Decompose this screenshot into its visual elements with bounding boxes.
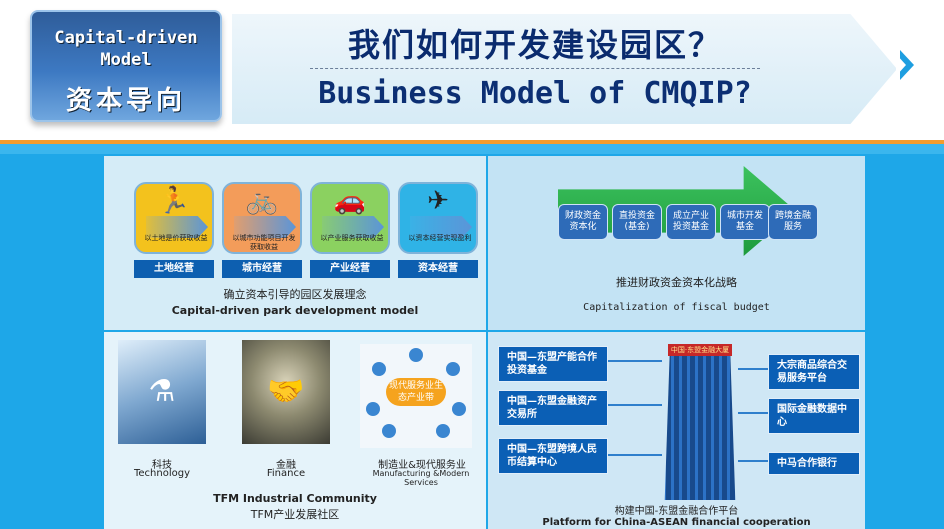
- service-node-icon: [446, 362, 460, 376]
- institution-box: 国际金融数据中心: [768, 398, 860, 434]
- fund-box: 城市开发基金: [720, 204, 770, 240]
- connector-line: [606, 360, 662, 362]
- panel-caption-cn: 推进财政资金资本化战略: [616, 276, 737, 289]
- badge-title-cn: 资本导向: [65, 86, 186, 116]
- service-hub: 现代服务业生态产业带: [386, 378, 446, 406]
- panel-caption-en: Platform for China-ASEAN financial coope…: [542, 517, 811, 528]
- card-slogan: 以资本经营实现盈利: [408, 234, 472, 242]
- sweep-arrow-icon: [234, 216, 296, 238]
- bicycle-icon: 🚲: [245, 186, 279, 216]
- handshake-icon: 🤝: [267, 374, 305, 409]
- tower-sign: 中国·东盟金融大厦: [668, 344, 732, 356]
- card-label: 土地经营: [134, 260, 214, 278]
- connector-line: [738, 368, 768, 370]
- service-node-icon: [382, 424, 396, 438]
- panel-caption-en: TFM Industrial Community: [213, 492, 377, 505]
- fund-box: 成立产业投资基金: [666, 204, 716, 240]
- connector-line: [606, 454, 662, 456]
- fiscal-capitalization-panel: 财政资金资本化 直投资金(基金) 成立产业投资基金 城市开发基金 跨境金融服务 …: [488, 156, 865, 330]
- sweep-arrow-icon: [322, 216, 384, 238]
- service-node-icon: [452, 402, 466, 416]
- panel-caption-cn: 确立资本引导的园区发展理念: [223, 288, 367, 301]
- fund-box: 直投资金(基金): [612, 204, 662, 240]
- item-label-en: Manufacturing &Modern Services: [372, 469, 470, 487]
- card-slogan: 以产业服务获取收益: [320, 234, 384, 242]
- item-label-cn: 科技: [152, 460, 172, 471]
- page-title-cn: 我们如何开发建设园区？: [347, 26, 722, 64]
- panel-caption-en: Capitalization of fiscal budget: [583, 302, 770, 313]
- card-label: 城市经营: [222, 260, 302, 278]
- card-label: 产业经营: [310, 260, 390, 278]
- page-title-en: Business Model of CMQIP?: [318, 76, 752, 111]
- panel-caption-en: Capital-driven park development model: [171, 304, 419, 317]
- title-divider: [310, 68, 760, 69]
- institution-box: 大宗商品综合交易服务平台: [768, 354, 860, 390]
- card-land: 🏃 以土地是价获取收益: [134, 182, 214, 254]
- service-node-icon: [409, 348, 423, 362]
- service-node-icon: [372, 362, 386, 376]
- fund-box: 财政资金资本化: [558, 204, 608, 240]
- manufacturing-diagram: 现代服务业生态产业带: [360, 344, 472, 448]
- header: Capital-driven Model 资本导向 我们如何开发建设园区？ Bu…: [0, 0, 944, 140]
- panel-caption-cn: 构建中国-东盟金融合作平台: [614, 506, 739, 517]
- card-slogan: 以土地是价获取收益: [144, 234, 208, 242]
- header-band: [0, 144, 944, 154]
- sweep-arrow-icon: [146, 216, 208, 238]
- service-node-icon: [436, 424, 450, 438]
- next-arrow-inner: [896, 54, 906, 76]
- asean-finance-panel: 中国·东盟金融大厦 中国—东盟产能合作投资基金 中国—东盟金融资产交易所 中国—…: [488, 332, 865, 529]
- item-label-en: Technology: [133, 468, 190, 479]
- tfm-community-panel: ⚗ 🤝 现代服务业生态产业带 科技 Technology 金融 Finance …: [104, 332, 486, 529]
- institution-box: 中国—东盟跨境人民币结算中心: [498, 438, 608, 474]
- technology-image: ⚗: [118, 340, 206, 444]
- badge-title-line1: Capital-driven: [54, 28, 198, 48]
- item-label-cn: 制造业&现代服务业: [378, 460, 466, 471]
- connector-line: [738, 412, 768, 414]
- capital-driven-panel: 🏃 以土地是价获取收益 土地经营 🚲 以城市功能项目开发获取收益 城市经营 🚗 …: [104, 156, 486, 330]
- item-label-en: Finance: [266, 468, 306, 479]
- institution-box: 中国—东盟金融资产交易所: [498, 390, 608, 426]
- card-slogan: 以城市功能项目开发获取收益: [232, 234, 296, 251]
- fund-box: 跨境金融服务: [768, 204, 818, 240]
- card-city: 🚲 以城市功能项目开发获取收益: [222, 182, 302, 254]
- airplane-icon: ✈: [427, 186, 449, 216]
- finance-image: 🤝: [242, 340, 330, 444]
- institution-box: 中马合作银行: [768, 452, 860, 475]
- card-capital: ✈ 以资本经营实现盈利: [398, 182, 478, 254]
- sweep-arrow-icon: [410, 216, 472, 238]
- car-icon: 🚗: [333, 186, 367, 216]
- header-divider: [0, 140, 944, 144]
- connector-line: [738, 460, 768, 462]
- flask-icon: ⚗: [148, 374, 176, 409]
- model-badge: Capital-driven Model 资本导向: [30, 10, 222, 122]
- card-industry: 🚗 以产业服务获取收益: [310, 182, 390, 254]
- institution-box: 中国—东盟产能合作投资基金: [498, 346, 608, 382]
- runner-icon: 🏃: [157, 186, 191, 216]
- service-node-icon: [366, 402, 380, 416]
- finance-tower-image: [664, 351, 736, 500]
- badge-title-line2: Model: [100, 50, 152, 70]
- item-label-cn: 金融: [276, 460, 296, 471]
- connector-line: [606, 404, 662, 406]
- card-label: 资本经营: [398, 260, 478, 278]
- title-banner: [232, 14, 897, 124]
- panel-caption-cn: TFM产业发展社区: [250, 508, 340, 521]
